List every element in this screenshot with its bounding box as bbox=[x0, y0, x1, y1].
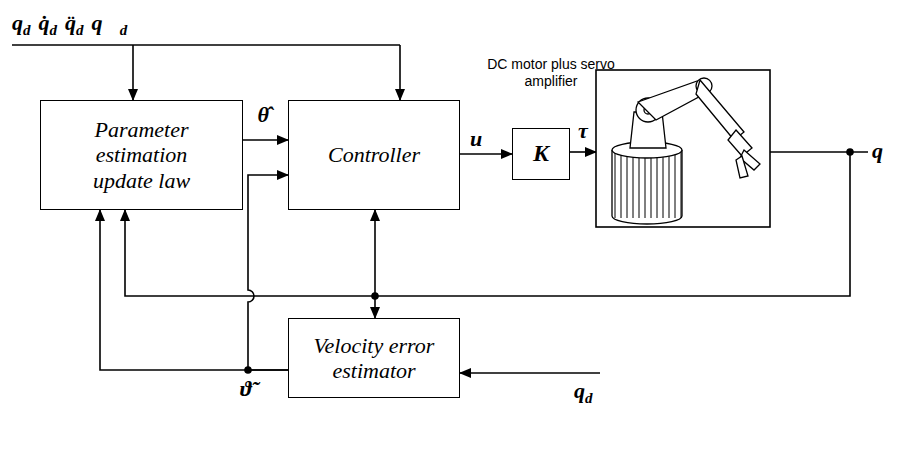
signal-name: q bbox=[872, 140, 883, 162]
signal-name: u bbox=[470, 128, 482, 150]
connector bbox=[460, 153, 512, 155]
node-text: Parameter estimation update law bbox=[59, 113, 225, 197]
signal-name: q̇d bbox=[39, 12, 58, 38]
block-note: DC motor plus servo amplifier bbox=[486, 56, 616, 90]
gain-box: K bbox=[512, 128, 570, 180]
connector bbox=[100, 210, 288, 370]
connector bbox=[374, 210, 376, 318]
signal-name: θ̂ bbox=[258, 104, 269, 126]
signal-name: ϑ̃ bbox=[240, 378, 252, 400]
process-box: Controller bbox=[288, 100, 460, 210]
process-box: Parameter estimation update law bbox=[40, 100, 243, 210]
signal-name: τ bbox=[578, 120, 588, 142]
connector bbox=[248, 175, 288, 370]
node-text: K bbox=[525, 136, 557, 172]
connector bbox=[243, 139, 288, 141]
signal-name: q⃛d bbox=[92, 12, 128, 38]
signal-name: q̈d bbox=[65, 12, 84, 38]
node-text: Controller bbox=[320, 138, 428, 171]
process-box: Velocity error estimator bbox=[288, 318, 460, 398]
node-text: Velocity error estimator bbox=[301, 329, 447, 388]
signal-name: qd bbox=[574, 380, 593, 406]
signal-name: qd bbox=[12, 12, 31, 38]
robot-illustration bbox=[596, 70, 770, 227]
